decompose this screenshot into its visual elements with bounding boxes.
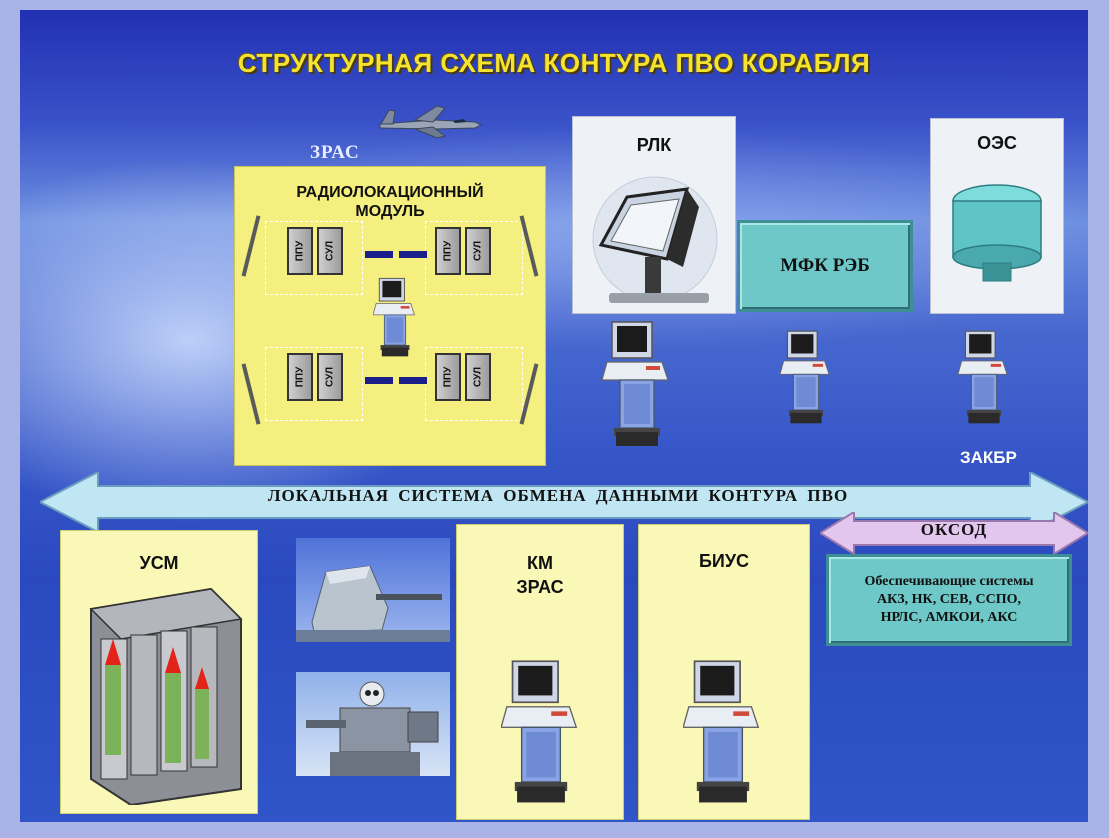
bius-label: БИУС [698, 551, 750, 571]
antenna-bar [241, 215, 261, 277]
zras-label: ЗРАС [310, 142, 360, 163]
link-dash [365, 377, 393, 384]
sul-unit: СУЛ [317, 353, 343, 401]
unit-group-top-left [265, 221, 363, 295]
optical-dome-icon [952, 184, 1042, 282]
link-dash [399, 251, 427, 258]
oes-panel: ОЭС [930, 118, 1064, 314]
missile-launcher-icon [89, 587, 243, 805]
ppu-unit: ППУ [435, 227, 461, 275]
rlk-label: РЛК [636, 135, 672, 155]
link-dash [365, 251, 393, 258]
oksod-arrow [820, 512, 1088, 554]
usm-panel: УСМ [60, 530, 258, 814]
console-icon [683, 659, 763, 807]
ppu-unit: ППУ [287, 353, 313, 401]
unit-group-bottom-left [265, 347, 363, 421]
support-line: Обеспечивающие системы [864, 574, 1034, 589]
km-zras-label: ЗРАС [516, 577, 564, 597]
sul-unit: СУЛ [317, 227, 343, 275]
unit-group-bottom-right [425, 347, 523, 421]
support-line: НРЛС, АМКОИ, АКС [880, 610, 1018, 625]
link-dash [399, 377, 427, 384]
antenna-bar [241, 363, 261, 425]
rlk-panel: РЛК [572, 116, 736, 314]
diagram-title: СТРУКТУРНАЯ СХЕМА КОНТУРА ПВО КОРАБЛЯ [237, 48, 871, 78]
sul-unit: СУЛ [465, 353, 491, 401]
ppu-unit: ППУ [287, 227, 313, 275]
data-bus-label: ЛОКАЛЬНАЯ СИСТЕМА ОБМЕНА ДАННЫМИ КОНТУРА… [267, 486, 849, 505]
bius-panel: БИУС [638, 524, 810, 820]
gun-turret-icon [296, 538, 450, 642]
unit-group-top-right [425, 221, 523, 295]
ppu-unit: ППУ [435, 353, 461, 401]
usm-label: УСМ [139, 553, 179, 573]
sul-unit: СУЛ [465, 227, 491, 275]
radar-module-panel: РАДИОЛОКАЦИОННЫЙ МОДУЛЬ ППУ СУЛ ППУ СУЛ … [234, 166, 546, 466]
support-line: АКЗ, НК, СЕВ, ССПО, [877, 592, 1021, 607]
radar-module-title: РАДИОЛОКАЦИОННЫЙ МОДУЛЬ [296, 184, 484, 220]
km-zras-panel: КМ ЗРАС [456, 524, 624, 820]
console-icon [501, 659, 581, 807]
oes-label: ОЭС [977, 133, 1017, 153]
support-systems-box: Обеспечивающие системы АКЗ, НК, СЕВ, ССП… [826, 554, 1072, 646]
km-label: КМ [527, 553, 553, 573]
data-bus-arrow [40, 472, 1088, 532]
aircraft-icon [379, 105, 483, 139]
console-icon [780, 328, 832, 428]
console-icon [958, 328, 1010, 428]
diagram-frame: СТРУКТУРНАЯ СХЕМА КОНТУРА ПВО КОРАБЛЯ ЗР… [20, 10, 1088, 822]
oksod-label: ОКСОД [920, 520, 988, 539]
mfk-reb-label: МФК РЭБ [780, 255, 870, 276]
mfk-reb-box: МФК РЭБ [737, 220, 913, 312]
radar-antenna-icon [592, 176, 718, 303]
zakbr-label: ЗАКБР [960, 448, 1017, 467]
console-icon [373, 277, 417, 359]
console-icon [602, 320, 672, 450]
ciws-icon [296, 672, 450, 776]
